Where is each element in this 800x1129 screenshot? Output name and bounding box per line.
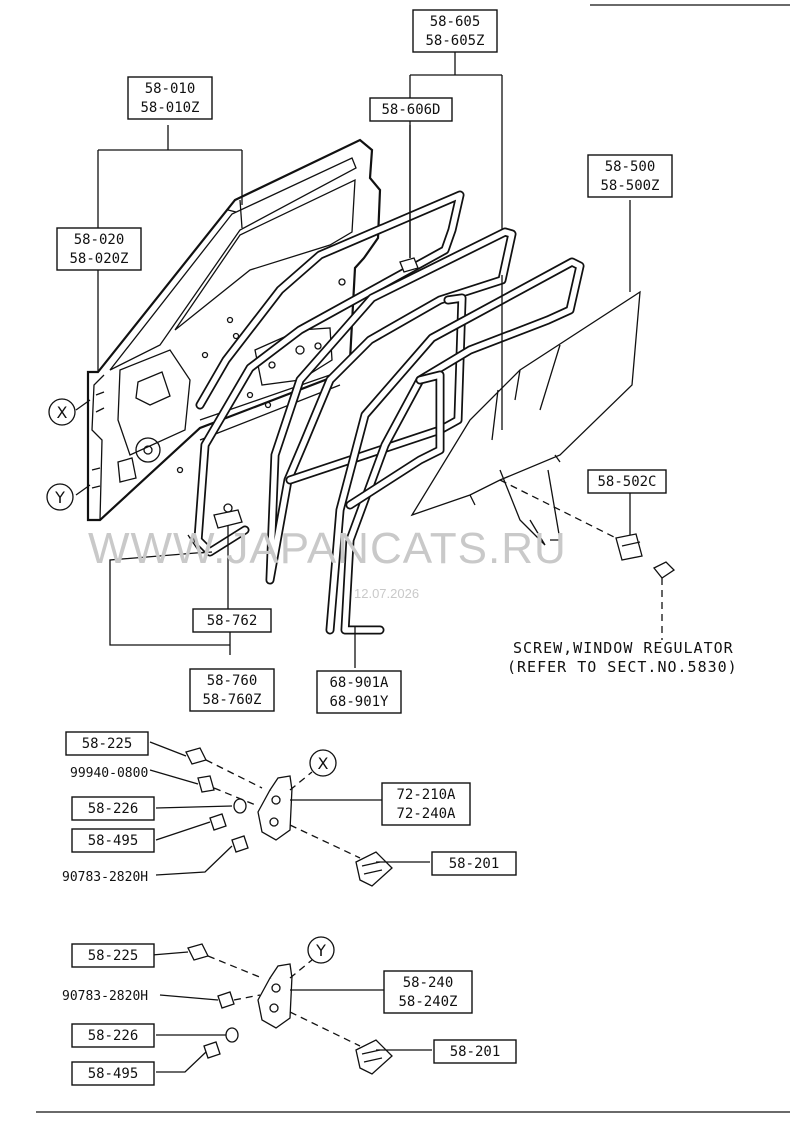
label-text: 68-901A (329, 675, 389, 691)
label-text: 58-225 (82, 736, 133, 752)
label-68-901: 68-901A 68-901Y (316, 670, 402, 714)
label-text: 58-201 (449, 856, 500, 872)
label-90783-2820h-y: 90783-2820H (62, 989, 148, 1004)
label-text: 58-226 (88, 801, 139, 817)
callout-x-door: X (48, 398, 76, 426)
watermark-date: 12.07.2026 (354, 586, 419, 601)
label-text: 58-760Z (202, 692, 261, 708)
label-58-010: 58-010 58-010Z (127, 76, 213, 120)
label-text: 72-240A (396, 806, 456, 822)
hinge-y-group (187, 943, 393, 1075)
label-99940-0800: 99940-0800 (70, 766, 148, 781)
y-door-leader (75, 484, 91, 496)
watermark-text: WWW.JAPANCATS.RU (88, 524, 567, 573)
label-text: 58-502C (597, 474, 656, 490)
label-text: 68-901Y (329, 694, 389, 710)
label-58-201-a: 58-201 (431, 851, 517, 876)
svg-text:Y: Y (54, 488, 65, 507)
label-58-606d: 58-606D (369, 97, 453, 122)
hinge-x-leaders (149, 741, 430, 876)
label-58-225-b: 58-225 (71, 943, 155, 968)
label-text: 58-226 (88, 1028, 139, 1044)
label-text: 58-605 (430, 14, 481, 30)
label-text: 58-500 (605, 159, 656, 175)
label-58-762: 58-762 (192, 608, 272, 633)
label-text: 72-210A (396, 787, 456, 803)
upper-leaders (97, 52, 631, 668)
label-text: 58-605Z (425, 33, 484, 49)
door-glass-58-500 (410, 290, 641, 546)
label-text: 58-020 (74, 232, 125, 248)
hinge-x-group (185, 747, 393, 887)
note-line-1: SCREW,WINDOW REGULATOR (513, 639, 734, 657)
x-door-leader (75, 399, 91, 411)
svg-text:X: X (57, 403, 68, 422)
label-text: 58-010 (145, 81, 196, 97)
clip-58-606d (399, 125, 419, 273)
label-text: 58-201 (450, 1044, 501, 1060)
label-58-226-b: 58-226 (71, 1023, 155, 1048)
label-text: 58-606D (381, 102, 440, 118)
label-text: 58-020Z (69, 251, 128, 267)
label-text: 58-010Z (140, 100, 199, 116)
label-58-495-b: 58-495 (71, 1061, 155, 1086)
label-72-210: 72-210A 72-240A (381, 782, 471, 826)
svg-text:Y: Y (315, 941, 326, 960)
label-58-500: 58-500 58-500Z (587, 154, 673, 198)
label-58-495-a: 58-495 (71, 828, 155, 853)
note-line-2: (REFER TO SECT.NO.5830) (507, 658, 738, 676)
label-58-226-a: 58-226 (71, 796, 155, 821)
callout-x-hinge: X (309, 749, 337, 777)
label-text: 58-500Z (600, 178, 659, 194)
label-58-225-a: 58-225 (65, 731, 149, 756)
label-text: 58-240 (403, 975, 454, 991)
label-text: 58-225 (88, 948, 139, 964)
label-text: 58-762 (207, 613, 258, 629)
run-channel-68-901 (325, 257, 585, 635)
weatherstrip-58-760 (187, 190, 465, 557)
label-58-605: 58-605 58-605Z (412, 9, 498, 53)
callout-y-hinge: Y (307, 936, 335, 964)
label-text: 58-495 (88, 833, 139, 849)
label-text: 58-240Z (398, 994, 457, 1010)
label-58-020: 58-020 58-020Z (56, 227, 142, 271)
callout-y-door: Y (46, 483, 74, 511)
label-58-502c: 58-502C (587, 469, 667, 494)
hinge-y-leaders (151, 951, 432, 1073)
bracket-58-762 (213, 503, 243, 529)
label-text: 58-495 (88, 1066, 139, 1082)
label-90783-2820h-x: 90783-2820H (62, 870, 148, 885)
label-58-201-b: 58-201 (433, 1039, 517, 1064)
bracket-58-502c (615, 533, 676, 640)
label-58-760: 58-760 58-760Z (189, 668, 275, 712)
label-58-240: 58-240 58-240Z (383, 970, 473, 1014)
label-text: 58-760 (207, 673, 258, 689)
svg-text:X: X (318, 754, 329, 773)
